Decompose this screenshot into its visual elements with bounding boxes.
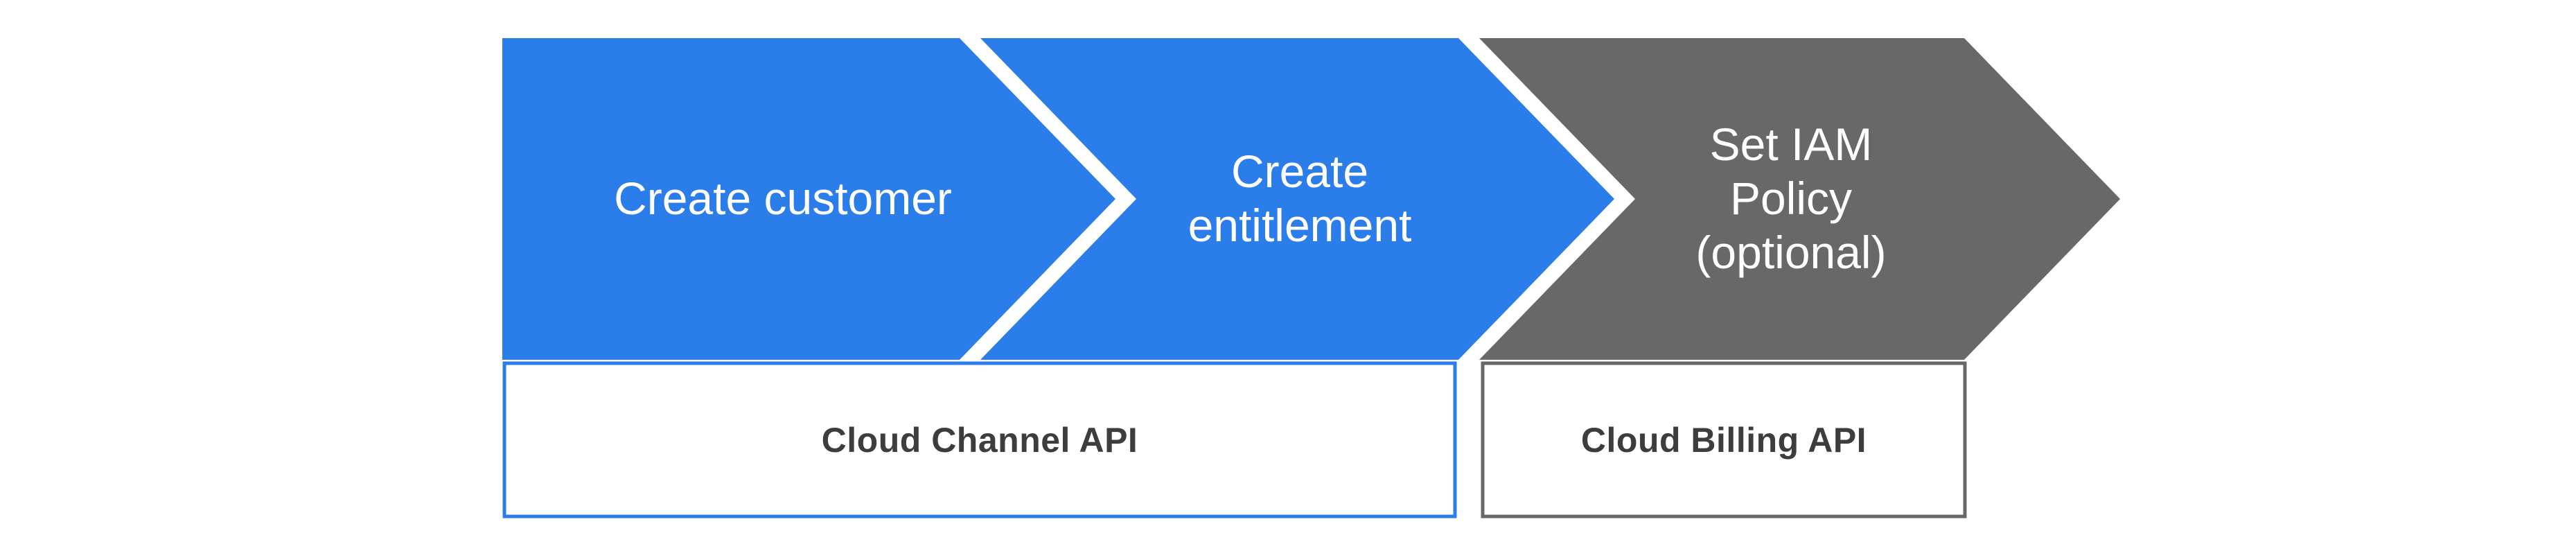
chevron-create-customer [502, 38, 1115, 360]
chevron-create-entitlement [980, 38, 1614, 360]
cloud-billing-api-box [1481, 361, 1967, 518]
chevron-set-iam-policy [1479, 38, 2120, 360]
cloud-channel-api-box [502, 361, 1457, 518]
